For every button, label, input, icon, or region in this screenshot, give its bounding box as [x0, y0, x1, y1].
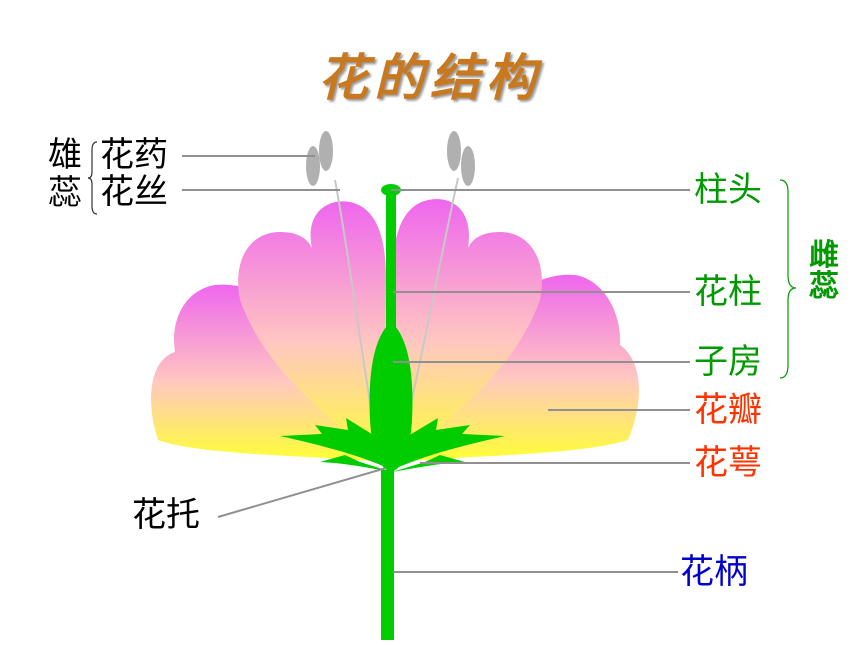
anther-label: 花药	[100, 135, 168, 175]
stigma-label: 柱头	[694, 170, 762, 210]
petal-label: 花瓣	[694, 390, 762, 430]
pistil	[369, 184, 413, 640]
pistil-label-text: 雌蕊	[809, 238, 839, 304]
petal-right-inner	[392, 199, 542, 462]
anthers	[306, 131, 475, 186]
sepal-label: 花萼	[694, 443, 762, 483]
sepal-left	[280, 418, 392, 470]
anther-right-1	[447, 131, 461, 171]
ovary-label: 子房	[694, 342, 762, 382]
braces	[87, 141, 797, 379]
stamen-label-char-1: 雄蕊	[48, 136, 82, 212]
leader-lines	[182, 155, 690, 573]
pedicel-stem	[381, 470, 394, 640]
pistil-label: 雌蕊	[808, 240, 840, 302]
style-label: 花柱	[694, 272, 762, 312]
petal-right-outer	[392, 274, 639, 462]
petal-left-outer	[151, 284, 385, 462]
filament-label: 花丝	[100, 172, 168, 212]
page-title: 花的结构	[318, 48, 542, 107]
leader-receptacle	[217, 467, 387, 518]
stamen-label: 雄蕊	[48, 135, 82, 213]
anther-right-2	[461, 146, 475, 186]
receptacle-label: 花托	[132, 495, 200, 535]
stamen-brace	[87, 141, 98, 215]
anther-left-1	[306, 146, 320, 186]
sepal-right	[392, 418, 505, 470]
style-column	[386, 192, 396, 332]
ovary	[369, 322, 413, 472]
anther-left-2	[319, 131, 333, 171]
pistil-brace	[779, 179, 797, 379]
sepal-left-low	[320, 455, 392, 472]
pedicel-label: 花柄	[680, 552, 748, 592]
